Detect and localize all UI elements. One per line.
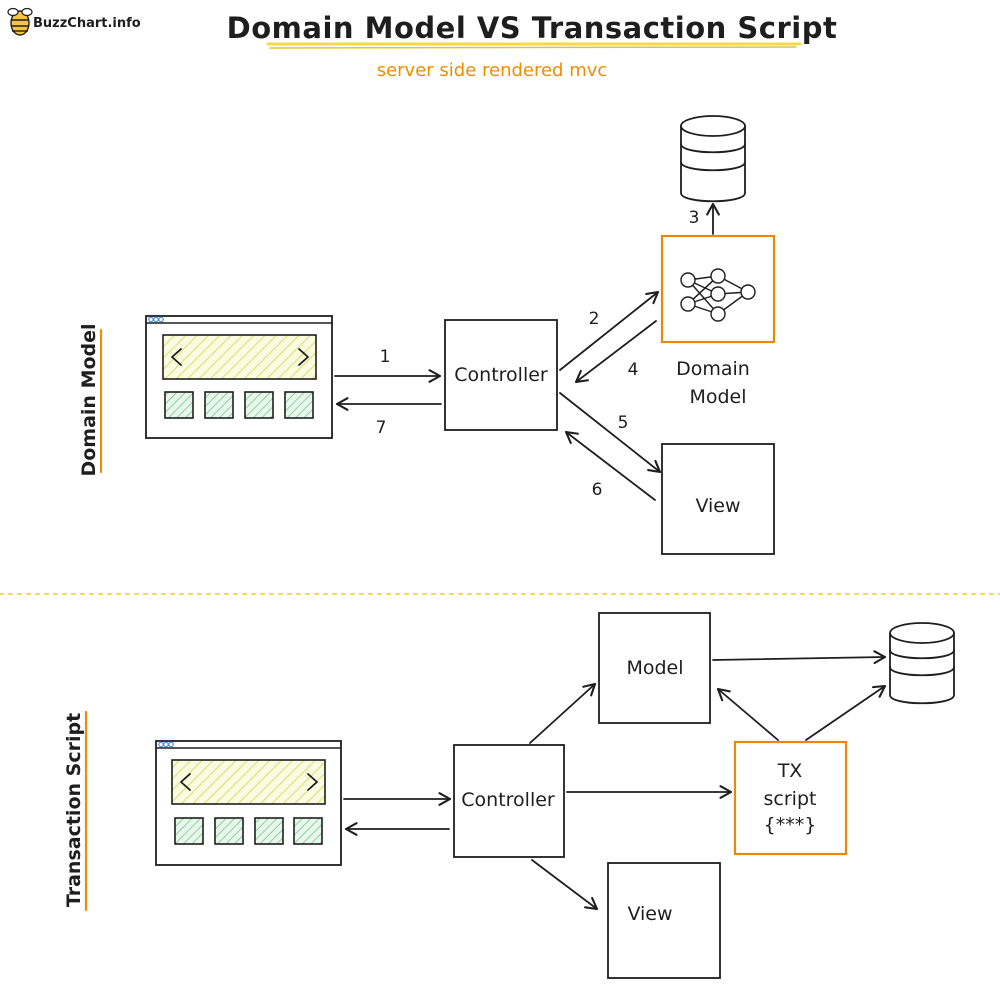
arrows-domain-model bbox=[334, 202, 720, 501]
arrow-tx-script-to-model bbox=[716, 687, 779, 741]
controller-label: Controller bbox=[454, 364, 548, 386]
controller-rect bbox=[453, 744, 565, 858]
controller-box-bottom: Controller bbox=[453, 744, 565, 858]
section-label-domain-model: Domain Model bbox=[78, 323, 100, 476]
domain-model-label-line1: Domain bbox=[676, 358, 750, 380]
step-number: 2 bbox=[589, 309, 600, 329]
view-box-bottom: View bbox=[607, 862, 721, 979]
arrow-step-5 bbox=[559, 392, 662, 474]
chevron-left-icon bbox=[180, 773, 191, 791]
controller-rect bbox=[444, 319, 558, 431]
view-box-top: View bbox=[661, 443, 775, 555]
view-label: View bbox=[627, 903, 672, 925]
arrow-controller-to-view bbox=[531, 859, 599, 911]
model-rect bbox=[598, 612, 711, 724]
thumbnail-tile bbox=[254, 817, 284, 845]
browser-window-bottom bbox=[155, 740, 342, 866]
logo-text: BuzzChart.info bbox=[33, 16, 141, 31]
thumbnail-tile bbox=[204, 391, 234, 419]
tx-script-label-line2: script bbox=[764, 788, 817, 810]
thumbnail-tile bbox=[293, 817, 323, 845]
window-controls-icon bbox=[158, 741, 174, 748]
thumbnail-tile bbox=[284, 391, 314, 419]
database-icon bbox=[889, 622, 955, 705]
neural-network-icon bbox=[680, 268, 756, 322]
thumbnail-tile bbox=[214, 817, 244, 845]
arrow-step-6 bbox=[564, 430, 656, 501]
page-subtitle: server side rendered mvc bbox=[377, 60, 608, 81]
step-number: 3 bbox=[689, 208, 700, 228]
thumbnail-tile bbox=[244, 391, 274, 419]
title-underline-secondary bbox=[269, 46, 797, 49]
carousel-banner bbox=[171, 759, 326, 805]
arrows-transaction-script bbox=[343, 650, 887, 911]
tx-script-label-line3: {***} bbox=[764, 814, 817, 836]
view-rect bbox=[661, 443, 775, 555]
arrow-controller-to-model bbox=[529, 682, 597, 744]
chevron-left-icon bbox=[171, 348, 182, 366]
model-box: Model bbox=[598, 612, 711, 724]
step-number: 4 bbox=[628, 360, 639, 380]
bee-icon bbox=[7, 7, 33, 36]
tx-script-box: TX script {***} bbox=[733, 740, 848, 856]
view-rect bbox=[607, 862, 721, 979]
carousel-banner bbox=[162, 334, 317, 380]
logo: BuzzChart.info bbox=[7, 7, 141, 36]
step-number: 1 bbox=[380, 347, 391, 367]
domain-model-box: Domain Model bbox=[660, 234, 776, 408]
controller-box-top: Controller bbox=[444, 319, 558, 431]
step-numbers: 1 2 3 4 5 6 7 bbox=[376, 208, 700, 500]
arrow-step-4 bbox=[574, 320, 657, 384]
arrow-model-to-database bbox=[712, 650, 887, 665]
page-title: Domain Model VS Transaction Script bbox=[227, 11, 838, 45]
chevron-right-icon bbox=[307, 773, 318, 791]
thumbnail-tile bbox=[164, 391, 194, 419]
domain-model-label-line2: Model bbox=[689, 386, 746, 408]
model-label: Model bbox=[626, 657, 683, 679]
view-label: View bbox=[695, 495, 740, 517]
step-number: 5 bbox=[618, 413, 629, 433]
thumbnail-tile bbox=[174, 817, 204, 845]
tx-script-rect bbox=[733, 740, 848, 856]
chevron-right-icon bbox=[298, 348, 309, 366]
database-icon bbox=[680, 115, 746, 203]
browser-window-top bbox=[145, 315, 333, 439]
arrow-tx-script-to-database bbox=[805, 684, 887, 741]
section-label-transaction-script: Transaction Script bbox=[63, 713, 85, 907]
window-controls-icon bbox=[148, 316, 164, 323]
controller-label: Controller bbox=[461, 789, 555, 811]
step-number: 7 bbox=[376, 418, 387, 438]
step-number: 6 bbox=[592, 480, 603, 500]
tx-script-label-line1: TX bbox=[777, 760, 803, 782]
arrow-step-2 bbox=[559, 290, 660, 371]
